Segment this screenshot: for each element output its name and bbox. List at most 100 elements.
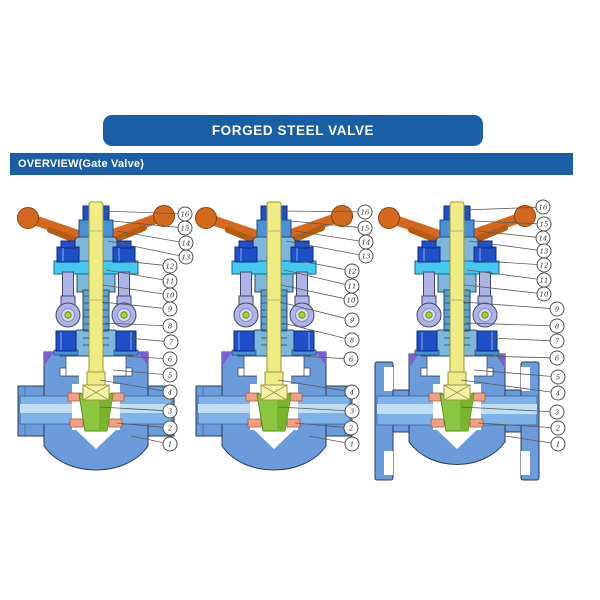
callout-number-12: 12: [166, 262, 175, 270]
callout-circle-12: [344, 263, 360, 279]
callout-number-4: 4: [555, 389, 560, 397]
callout-number-5: 5: [168, 371, 172, 379]
callout-number-11: 11: [348, 282, 357, 290]
callout-circle-4: [550, 385, 566, 401]
callout-number-7: 7: [555, 337, 560, 345]
leader-line-4: [99, 379, 163, 392]
callout-circle-9: [162, 301, 178, 317]
callout-circle-15: [177, 220, 193, 236]
callout-number-2: 2: [348, 424, 353, 432]
callout-number-15: 15: [181, 224, 190, 232]
callout-circle-6: [343, 351, 359, 367]
callout-number-3: 3: [555, 408, 559, 416]
callout-circle-3: [549, 404, 565, 420]
callout-number-5: 5: [556, 373, 560, 381]
callout-circle-8: [344, 332, 360, 348]
leader-line-16: [464, 206, 536, 211]
callout-circle-2: [550, 420, 566, 436]
callout-number-13: 13: [182, 253, 191, 261]
callout-number-12: 12: [348, 267, 357, 275]
leader-line-11: [105, 269, 163, 281]
callout-number-11: 11: [540, 276, 549, 284]
leader-line-14: [477, 230, 536, 238]
callout-number-7: 7: [169, 338, 174, 346]
callout-circle-8: [549, 318, 565, 334]
callout-layer: 1615141312111098765432116151413121110986…: [99, 199, 566, 452]
leader-line-5: [473, 369, 551, 377]
callout-circle-1: [344, 436, 360, 452]
callout-circle-4: [344, 384, 360, 400]
leader-line-3: [277, 406, 345, 411]
leader-line-13: [107, 240, 179, 256]
leader-line-15: [289, 220, 358, 228]
leader-line-4: [460, 379, 551, 393]
callout-number-16: 16: [539, 203, 548, 211]
callout-circle-12: [536, 257, 552, 273]
leader-line-6: [121, 355, 163, 359]
leader-line-2: [477, 422, 551, 428]
leader-line-14: [294, 230, 359, 242]
callout-circle-12: [162, 258, 178, 274]
callout-number-16: 16: [361, 208, 370, 216]
callout-number-8: 8: [168, 322, 173, 330]
callout-circle-9: [549, 301, 565, 317]
leader-line-6: [482, 355, 550, 359]
leader-line-11: [466, 269, 537, 280]
leader-line-7: [488, 337, 550, 342]
callout-circle-3: [162, 403, 178, 419]
callout-number-13: 13: [362, 252, 371, 260]
leader-line-9: [101, 301, 163, 309]
leader-line-12: [483, 260, 537, 265]
valve-illustration-left: [18, 202, 175, 471]
leader-line-2: [294, 422, 344, 428]
callout-number-10: 10: [166, 291, 175, 299]
callout-circle-4: [162, 384, 178, 400]
callout-number-3: 3: [350, 407, 354, 415]
leader-line-9: [462, 301, 550, 309]
callout-number-14: 14: [362, 238, 371, 246]
callout-number-1: 1: [556, 440, 560, 448]
callout-number-10: 10: [347, 296, 356, 304]
section-header: OVERVIEW(Gate Valve): [10, 153, 573, 175]
callout-circle-2: [162, 420, 178, 436]
leader-line-12: [300, 260, 345, 270]
callout-number-1: 1: [350, 440, 354, 448]
callout-circle-16: [357, 204, 373, 220]
callout-number-9: 9: [168, 305, 173, 313]
callout-circle-3: [344, 403, 360, 419]
leader-line-16: [103, 210, 178, 215]
callout-number-10: 10: [540, 290, 549, 298]
leader-line-3: [460, 406, 550, 413]
leader-line-1: [308, 435, 345, 444]
callout-number-14: 14: [539, 234, 548, 242]
leader-line-10: [463, 284, 537, 294]
title-banner: FORGED STEEL VALVE: [103, 115, 483, 146]
callout-number-4: 4: [349, 388, 354, 396]
callout-circle-5: [162, 367, 178, 383]
leader-line-16: [281, 210, 358, 213]
callout-number-11: 11: [166, 277, 175, 285]
callout-circle-10: [343, 292, 359, 308]
callout-number-9: 9: [555, 305, 560, 313]
leader-line-12: [122, 260, 163, 266]
callout-number-8: 8: [350, 336, 355, 344]
leader-line-2: [116, 422, 163, 428]
leader-line-3: [99, 406, 163, 411]
callout-number-2: 2: [167, 424, 172, 432]
callout-number-4: 4: [167, 388, 172, 396]
section-label: OVERVIEW(Gate Valve): [18, 158, 145, 170]
valve-illustration-middle: [196, 202, 353, 471]
leader-line-8: [465, 322, 550, 327]
callout-circle-7: [163, 334, 179, 350]
leader-line-1: [504, 435, 551, 444]
callout-number-9: 9: [350, 316, 355, 324]
leader-line-4: [277, 379, 345, 392]
leader-line-15: [111, 220, 178, 228]
leader-line-13: [468, 240, 537, 251]
callout-number-15: 15: [540, 220, 549, 228]
callout-circle-6: [549, 350, 565, 366]
leader-line-8: [282, 322, 345, 339]
callout-circle-10: [536, 286, 552, 302]
